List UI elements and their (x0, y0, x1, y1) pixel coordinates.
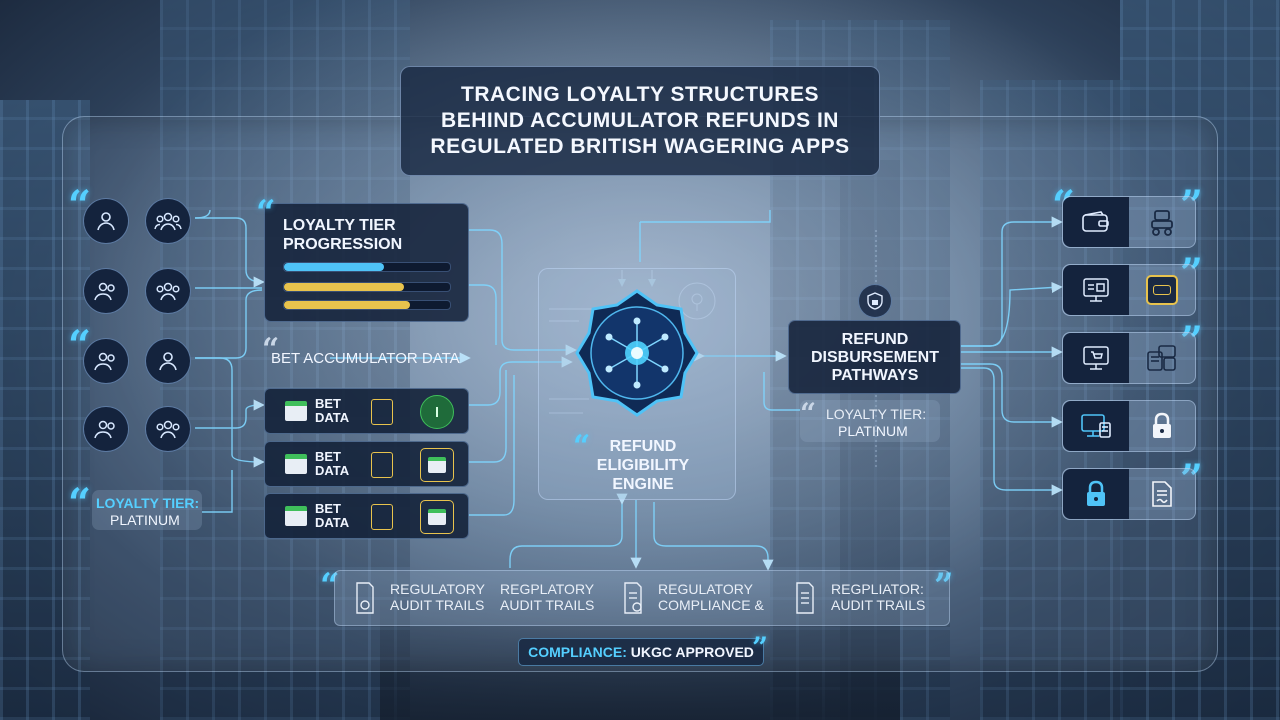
status-dot-icon (420, 395, 454, 429)
progress-bar (283, 300, 451, 310)
badge-value: Platinum (110, 512, 180, 528)
document-icon (371, 399, 393, 425)
compliance-value: UKGC Approved (630, 644, 754, 660)
devices-icon (1129, 333, 1195, 383)
compliance-key: Compliance: (528, 644, 627, 660)
disbursement-option (1062, 332, 1196, 384)
bet-data-label: Bet Data (315, 449, 350, 478)
quote-icon: ” (1180, 250, 1204, 297)
document-icon (371, 452, 393, 478)
disbursement-option (1062, 196, 1196, 248)
engine-label: Refund Eligibility Engine (596, 438, 690, 493)
audit-item: RegplatoryAudit Trails (500, 581, 595, 613)
spreadsheet-icon (285, 454, 307, 474)
badge-key: Loyalty Tier: (826, 406, 927, 422)
document-icon (371, 504, 393, 530)
progress-bar (283, 282, 451, 292)
disbursement-option (1062, 468, 1196, 520)
refund-eligibility-engine: “ Refund Eligibility Engine (538, 268, 736, 500)
audit-item: RegulatoryCompliance & (658, 581, 764, 613)
audit-item: Regpliator:Audit Trails (831, 581, 926, 613)
user-icon (145, 338, 191, 384)
loyalty-progression-label: Loyalty Tier Progression (283, 217, 403, 253)
audit-trails-bar: RegulatoryAudit Trails RegplatoryAudit T… (334, 570, 950, 626)
spreadsheet-box-icon (420, 500, 454, 534)
bet-data-label: Bet Data (315, 396, 350, 425)
progress-fill (284, 283, 404, 291)
robot-icon (1129, 197, 1195, 247)
bet-data-card: Bet Data (264, 493, 469, 539)
badge-key: Loyalty Tier: (96, 495, 200, 511)
disbursement-option (1062, 400, 1196, 452)
quote-icon: “ (262, 332, 280, 367)
chat-icon (1129, 265, 1195, 315)
disbursement-option (1062, 264, 1196, 316)
engine-core-icon (549, 282, 716, 417)
monitor-cart-icon (1063, 333, 1129, 383)
bet-data-label: Bet Data (315, 501, 350, 530)
users-group-icon (145, 268, 191, 314)
wallet-icon (1063, 197, 1129, 247)
diagram-title: Tracing Loyalty Structures Behind Accumu… (430, 83, 850, 158)
loyalty-tier-badge-left: Loyalty Tier: Platinum (92, 490, 202, 530)
spreadsheet-icon (285, 401, 307, 421)
bet-data-card: Bet Data (264, 441, 469, 487)
users-group-icon (145, 406, 191, 452)
quote-icon: ” (752, 631, 769, 664)
user-icon (83, 268, 129, 314)
bet-data-card: Bet Data (264, 388, 469, 434)
audit-icons (356, 582, 814, 614)
progress-fill (284, 263, 384, 271)
user-icon (83, 406, 129, 452)
quote-icon: “ (256, 193, 276, 233)
disbursement-label: Refund Disbursement Pathways (810, 331, 939, 384)
user-icon (83, 338, 129, 384)
quote-icon: ” (1180, 456, 1204, 503)
refund-disbursement-card: Refund Disbursement Pathways (788, 320, 961, 394)
progress-bar (283, 262, 451, 272)
audit-item: RegulatoryAudit Trails (390, 581, 485, 613)
monitor-chart-icon (1063, 265, 1129, 315)
compliance-badge: Compliance: UKGC Approved (518, 638, 764, 666)
users-group-icon (145, 198, 191, 244)
loyalty-tier-badge-right: “ Loyalty Tier: Platinum (800, 397, 940, 442)
badge-value: Platinum (838, 423, 908, 439)
quote-icon: “ (573, 429, 591, 464)
loyalty-tier-progression-card: Loyalty Tier Progression (264, 203, 469, 322)
spreadsheet-icon (285, 506, 307, 526)
bet-accumulator-label: Bet Accumulator Data (271, 350, 460, 367)
diagram-title-box: Tracing Loyalty Structures Behind Accumu… (400, 66, 880, 176)
spreadsheet-box-icon (420, 448, 454, 482)
progress-fill (284, 301, 411, 309)
quote-icon: ” (1180, 318, 1204, 365)
padlock-icon (1129, 401, 1195, 451)
quote-icon: “ (68, 480, 92, 527)
shield-lock-icon (858, 284, 892, 318)
document-signature-icon (1129, 469, 1195, 519)
quote-icon: ” (1180, 182, 1204, 229)
user-icon (83, 198, 129, 244)
quote-icon: “ (800, 397, 817, 430)
quote-icon: “ (320, 566, 340, 606)
monitor-lock-icon (1063, 401, 1129, 451)
quote-icon: ” (934, 566, 954, 606)
padlock-icon (1063, 469, 1129, 519)
